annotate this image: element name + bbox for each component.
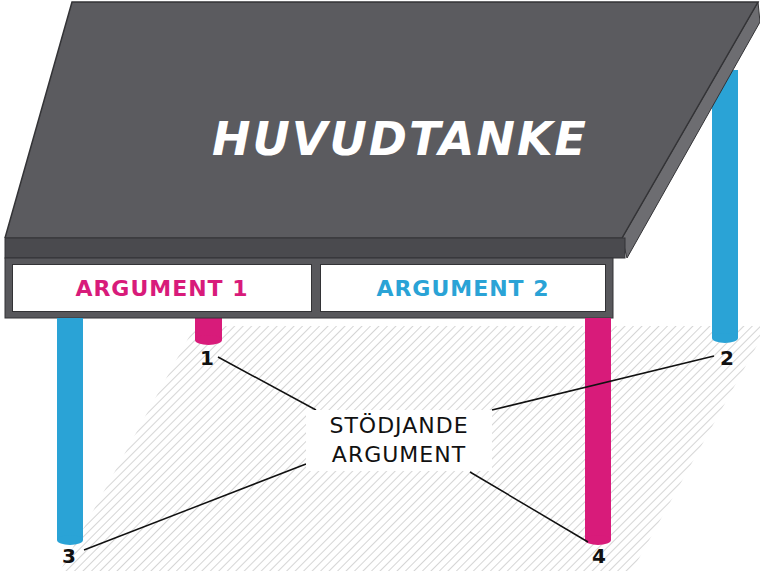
leg-4	[585, 318, 611, 540]
argument-box: ARGUMENT 1	[12, 264, 312, 312]
leg-1-foot	[195, 335, 222, 345]
group-label: STÖDJANDE ARGUMENT	[306, 410, 492, 471]
leader-line	[84, 464, 306, 550]
leader-line	[218, 357, 316, 410]
leg-3-foot	[57, 535, 83, 545]
leg-3	[57, 318, 83, 540]
floor-shadow	[60, 326, 760, 571]
leader-line	[492, 356, 714, 410]
tabletop: HUVUDTANKE	[0, 0, 760, 238]
leg-4-foot	[585, 535, 611, 545]
callout-number: 3	[62, 544, 76, 568]
callout-number: 1	[200, 346, 214, 370]
callout-number: 4	[592, 544, 606, 568]
argument-box: ARGUMENT 2	[320, 264, 606, 312]
main-idea-text: HUVUDTANKE	[212, 112, 588, 166]
leader-line	[470, 472, 588, 542]
tabletop-surface	[5, 2, 758, 238]
argument-text: ARGUMENT 2	[376, 276, 549, 301]
tabletop-front	[5, 238, 625, 258]
callout-number: 2	[720, 346, 734, 370]
leg-2	[712, 70, 738, 338]
argument-text: ARGUMENT 1	[75, 276, 248, 301]
leg-2-foot	[712, 333, 738, 343]
table-apron	[5, 258, 613, 318]
